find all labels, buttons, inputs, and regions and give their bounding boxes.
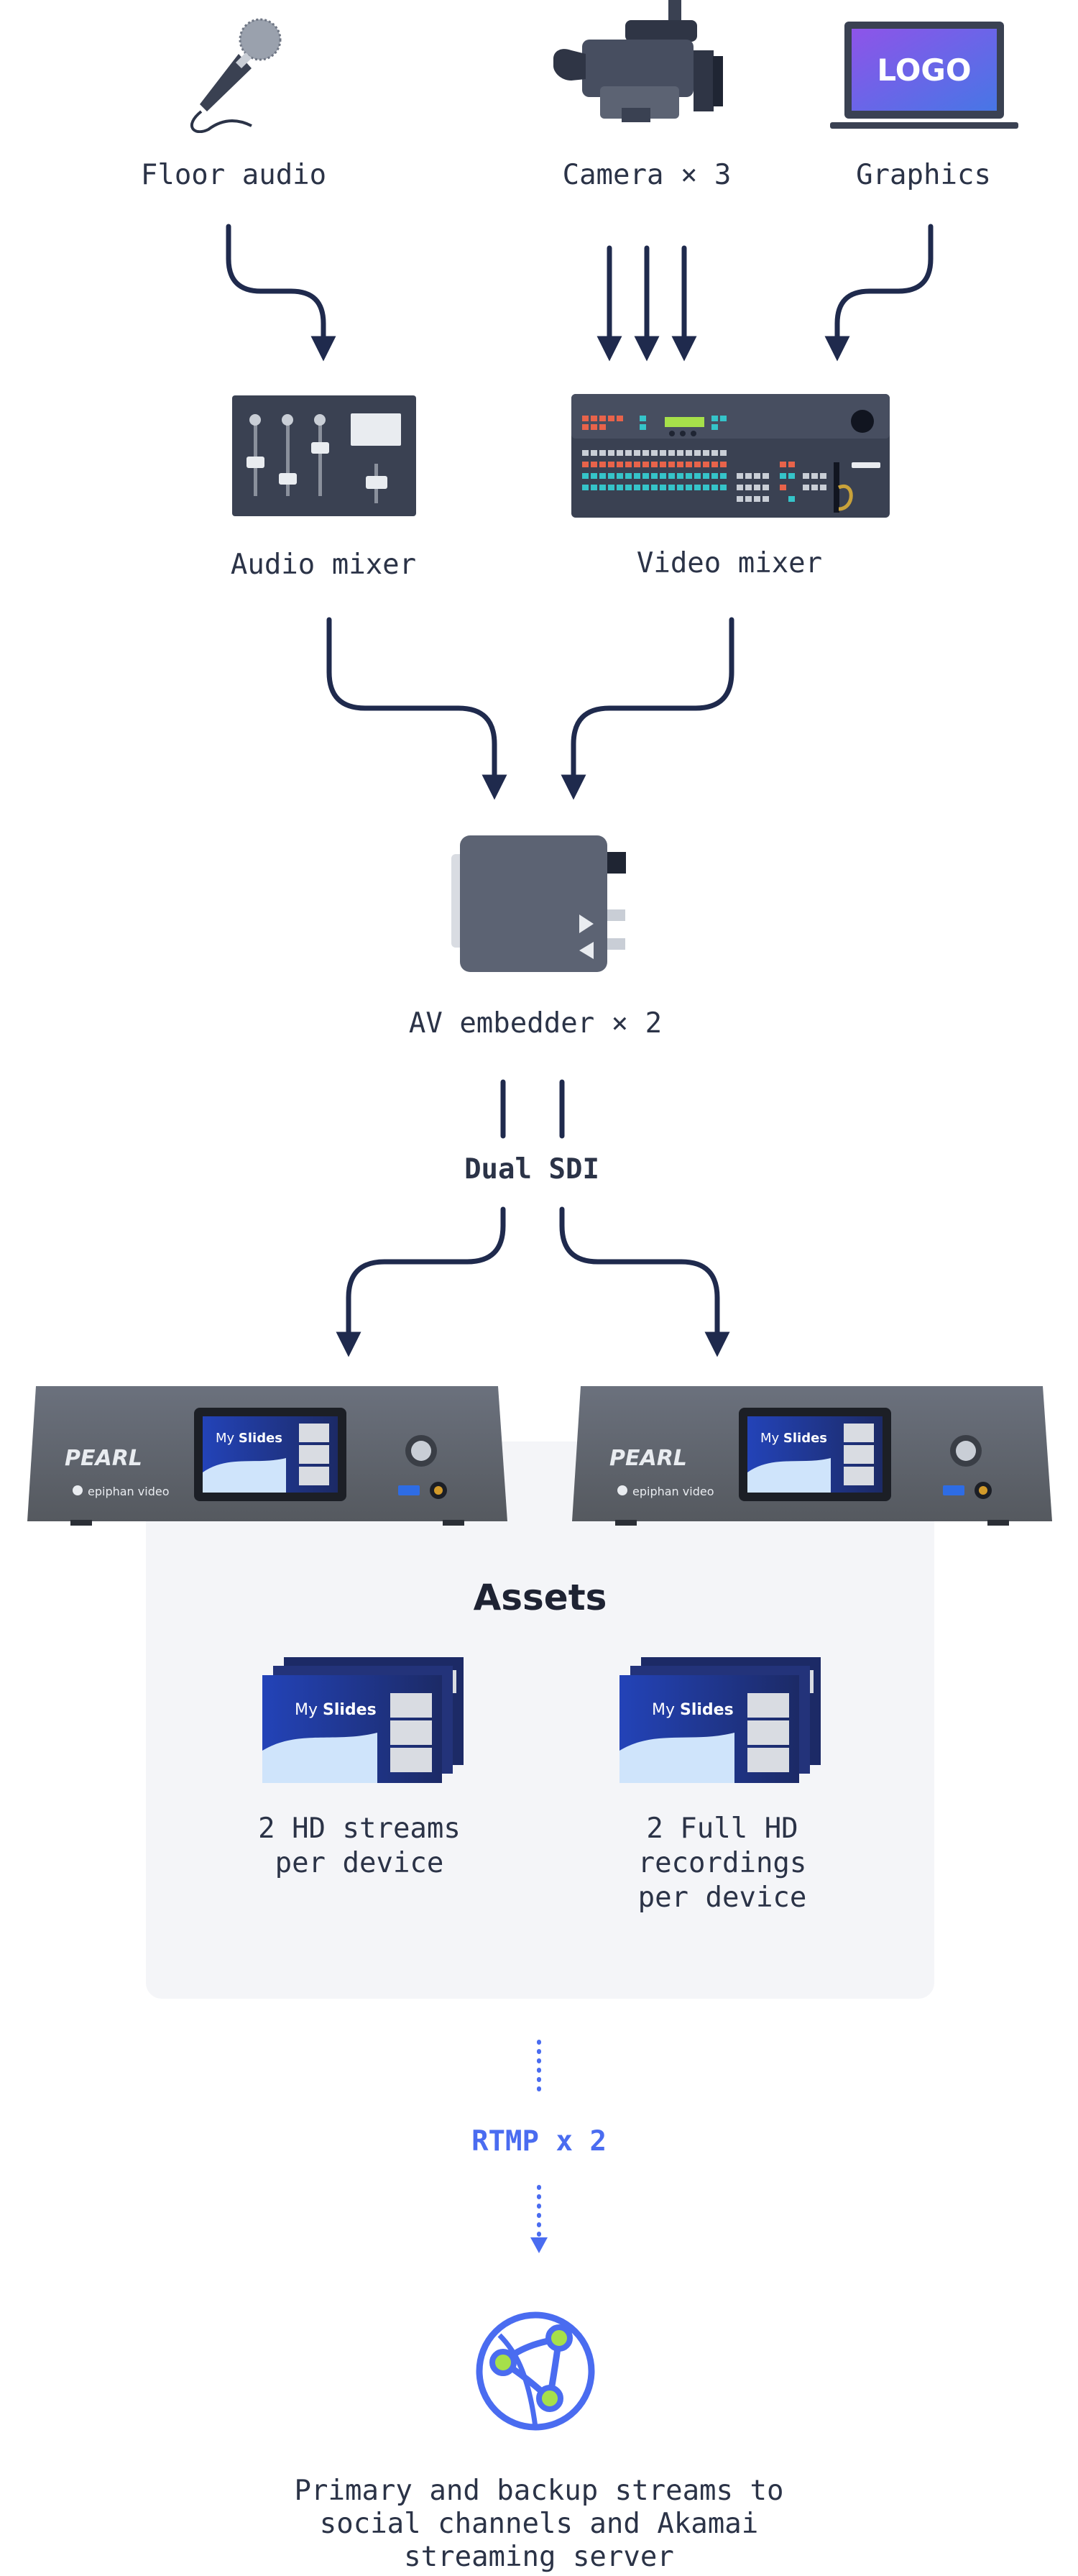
- logo-text: LOGO: [877, 52, 971, 88]
- arrow-video-mixer-to-embedder: [561, 617, 734, 800]
- thumb-title-a: My: [295, 1701, 323, 1719]
- arrow-graphics-to-video-mixer: [824, 224, 934, 362]
- pearl-device-left: PEARL epiphan video My Slides: [27, 1386, 507, 1526]
- svg-text:My Slides: My Slides: [216, 1431, 282, 1446]
- hd-streams-label: 2 HD streams per device: [258, 1812, 461, 1879]
- thumb-title-a: My: [652, 1701, 680, 1719]
- full-hd-recordings-thumbnail-icon: My Slides: [619, 1657, 821, 1783]
- thumb-title-b: Slides: [680, 1701, 734, 1719]
- audio-mixer-icon: [232, 395, 416, 516]
- dual-sdi-label: Dual SDI: [464, 1153, 599, 1186]
- camera-label: Camera × 3: [562, 159, 732, 191]
- arrow-sdi-to-pearl-left: [336, 1206, 506, 1357]
- av-embedder-icon: [451, 835, 626, 972]
- pearl-screen-title-a: My: [760, 1431, 783, 1446]
- video-mixer-icon: [571, 394, 890, 518]
- pearl-device-right: PEARL epiphan video My Slides: [572, 1386, 1052, 1526]
- arrow-sdi-to-pearl-right: [559, 1206, 730, 1357]
- pearl-maker-text: epiphan video: [632, 1485, 714, 1498]
- pearl-brand-text: PEARL: [609, 1446, 687, 1471]
- output-label: Primary and backup streams to social cha…: [294, 2475, 784, 2573]
- arrow-audio-mixer-to-embedder: [326, 617, 507, 800]
- pearl-screen-title-b: Slides: [783, 1431, 827, 1446]
- audio-mixer-label: Audio mixer: [230, 549, 417, 581]
- pearl-maker-text: epiphan video: [88, 1485, 169, 1498]
- rtmp-arrow-head: [530, 2237, 548, 2253]
- assets-title: Assets: [473, 1577, 607, 1618]
- pearl-brand-text: PEARL: [65, 1446, 142, 1471]
- arrow-floor-audio-to-audio-mixer: [226, 224, 336, 362]
- hd-streams-thumbnail-icon: My Slides: [262, 1657, 464, 1783]
- full-hd-recordings-label: 2 Full HD recordings per device: [637, 1812, 807, 1914]
- pearl-screen-title-a: My: [216, 1431, 239, 1446]
- svg-text:My Slides: My Slides: [295, 1701, 377, 1719]
- pearl-screen-title-b: Slides: [239, 1431, 282, 1446]
- camera-icon: [553, 0, 723, 122]
- svg-text:My Slides: My Slides: [652, 1701, 734, 1719]
- svg-text:My Slides: My Slides: [760, 1431, 827, 1446]
- thumb-title-b: Slides: [323, 1701, 377, 1719]
- graphics-label: Graphics: [856, 159, 991, 191]
- streaming-network-icon: [476, 2311, 595, 2431]
- laptop-logo-icon: LOGO: [830, 22, 1018, 129]
- rtmp-label: RTMP x 2: [471, 2125, 607, 2158]
- microphone-icon: [190, 18, 282, 133]
- av-embedder-label: AV embedder × 2: [408, 1007, 663, 1040]
- video-mixer-label: Video mixer: [636, 547, 823, 579]
- floor-audio-label: Floor audio: [140, 159, 327, 191]
